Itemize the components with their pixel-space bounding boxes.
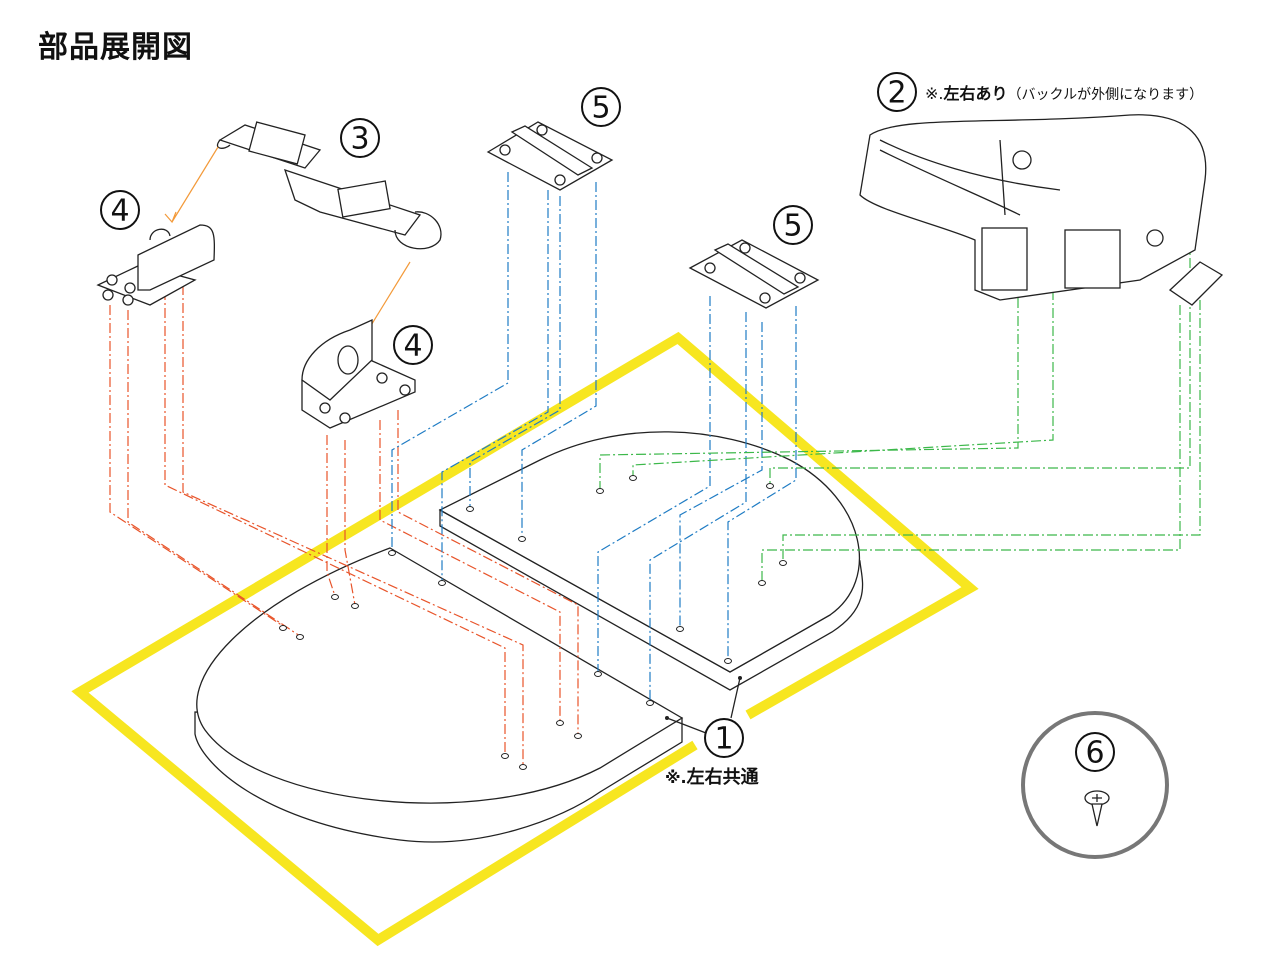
screw-icon <box>1084 790 1110 827</box>
highlight-frame <box>71 331 979 947</box>
arrow-strap-to-bracket <box>164 146 219 224</box>
svg-text:4: 4 <box>110 194 129 229</box>
leader-line-part-1 <box>666 677 741 734</box>
label-part-5-right: 5 <box>773 205 813 245</box>
part-4-bracket-left <box>96 224 215 306</box>
base-board-left <box>194 547 684 843</box>
note-part-1: ※.左右共通 <box>665 766 759 788</box>
part-5-hinge-top <box>486 121 614 191</box>
guide-lines-orange <box>109 285 579 765</box>
svg-text:5: 5 <box>783 209 802 244</box>
label-part-6: 6 <box>1075 732 1115 772</box>
label-part-4-left: 4 <box>100 190 140 230</box>
label-part-1: 1 <box>704 718 744 758</box>
svg-text:4: 4 <box>403 329 422 364</box>
svg-text:6: 6 <box>1085 736 1104 771</box>
label-part-5-top: 5 <box>581 87 621 127</box>
guide-lines-green <box>599 200 1201 582</box>
part-6-screw-circle <box>1021 711 1169 859</box>
part-3-strap <box>216 121 442 250</box>
page-title: 部品展開図 <box>38 30 193 65</box>
svg-text:3: 3 <box>350 122 369 157</box>
label-part-3: 3 <box>340 118 380 158</box>
note-part-2: ※.左右あり（バックルが外側になります） <box>925 84 1203 103</box>
part-5-hinge-right <box>688 239 820 309</box>
svg-text:1: 1 <box>714 722 733 757</box>
base-board-right <box>438 431 864 691</box>
svg-text:5: 5 <box>591 91 610 126</box>
label-part-2: 2 <box>877 72 917 112</box>
screw-holes <box>279 475 787 770</box>
svg-text:2: 2 <box>887 76 906 111</box>
label-part-4-center: 4 <box>393 325 433 365</box>
guide-lines-blue <box>391 172 797 702</box>
part-4-bracket-center <box>301 318 416 429</box>
part-2-belt <box>859 114 1224 306</box>
